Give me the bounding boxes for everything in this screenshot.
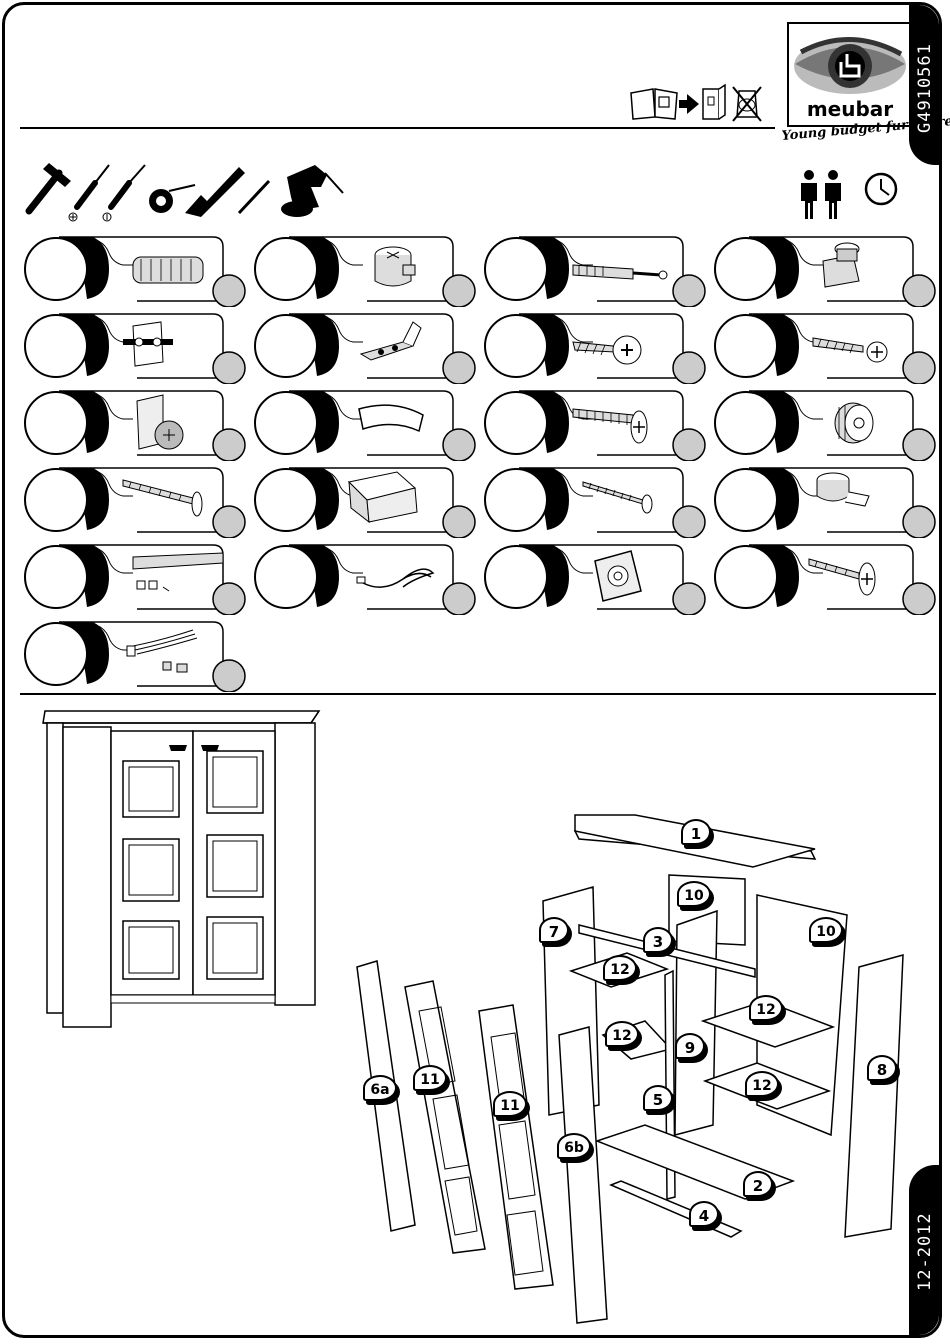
hardware-card (483, 312, 708, 384)
long-bolt-icon (123, 480, 202, 516)
binder-icon (703, 85, 725, 119)
long-screw-icon (573, 409, 647, 443)
hardware-card (713, 235, 938, 307)
two-persons-icon (801, 170, 841, 219)
part-label: 11 (493, 1091, 527, 1117)
info-icons (795, 169, 905, 223)
hardware-card (253, 543, 478, 615)
back-panel-clip-icon (137, 395, 183, 449)
part-label: 5 (643, 1085, 673, 1111)
hardware-card (253, 235, 478, 307)
hardware-card (253, 389, 478, 461)
hardware-card (713, 543, 938, 615)
power-cable-icon (357, 569, 433, 587)
part-label: 12 (749, 995, 783, 1021)
part-label: 1 (681, 819, 711, 845)
part-label: 7 (539, 917, 569, 943)
hardware-card (253, 312, 478, 384)
hardware-card (23, 312, 248, 384)
wood-screw-icon (813, 338, 887, 362)
instruction-icons (627, 83, 777, 127)
part-label: 12 (603, 955, 637, 981)
document-code: G4910561 (915, 43, 935, 133)
phillips-screwdriver-icon (69, 165, 109, 221)
euro-screw-icon (573, 336, 641, 364)
tape-measure-icon (149, 185, 195, 213)
tools-row (25, 157, 345, 223)
part-label: 10 (809, 917, 843, 943)
hardware-card (483, 466, 708, 538)
hardware-card (23, 543, 248, 615)
hardware-card (23, 235, 248, 307)
hardware-card (253, 466, 478, 538)
wooden-dowel-icon (133, 257, 203, 283)
no-water-icon (733, 87, 761, 121)
part-label: 9 (675, 1033, 705, 1059)
hardware-card (23, 466, 248, 538)
hardware-card (713, 312, 938, 384)
furniture-glide-icon (835, 403, 873, 443)
part-label: 8 (867, 1055, 897, 1081)
open-manual-icon (631, 89, 677, 119)
flat-screwdriver-icon (103, 165, 145, 221)
part-label: 6a (363, 1075, 397, 1101)
thin-screw-icon (583, 482, 652, 513)
part-label: 10 (677, 881, 711, 907)
part-label: 12 (605, 1021, 639, 1047)
part-label: 11 (413, 1065, 447, 1091)
hardware-card (23, 620, 248, 692)
cover-cap-icon (349, 472, 417, 522)
led-light-bar-icon (133, 553, 223, 591)
clock-icon (866, 174, 896, 204)
shelf-support-icon (817, 473, 869, 506)
square-ruler-icon (185, 167, 245, 217)
hardware-card (23, 389, 248, 461)
corner-connector-icon (823, 243, 859, 287)
part-label: 4 (689, 1201, 719, 1227)
power-drill-icon (281, 165, 343, 217)
part-label: 6b (557, 1133, 591, 1159)
hardware-card (713, 389, 938, 461)
handle-icon (359, 405, 423, 431)
hardware-card (713, 466, 938, 538)
assembled-cabinet-illustration (39, 705, 329, 1035)
cam-lock-icon (375, 247, 415, 286)
brand-logo: meubar (787, 22, 913, 127)
eye-logo-image (789, 24, 911, 104)
brand-name: meubar (789, 97, 911, 121)
part-label: 12 (745, 1071, 779, 1097)
side-tab-top: G4910561 (909, 5, 939, 165)
pencil-icon (239, 181, 269, 213)
section-divider (20, 693, 936, 695)
hardware-card (483, 543, 708, 615)
cam-bolt-icon (573, 265, 667, 279)
hardware-card (483, 235, 708, 307)
hardware-card (483, 389, 708, 461)
cup-hinge-icon (361, 322, 421, 360)
part-label: 3 (643, 927, 673, 953)
arrow-right-icon (679, 94, 699, 114)
header-divider (20, 127, 775, 129)
hinge-plate-icon (123, 322, 173, 366)
hammer-icon (29, 163, 71, 211)
cable-set-icon (127, 630, 197, 672)
countersunk-screw-icon (809, 559, 875, 595)
part-label: 2 (743, 1171, 773, 1197)
mounting-plate-icon (595, 551, 641, 601)
